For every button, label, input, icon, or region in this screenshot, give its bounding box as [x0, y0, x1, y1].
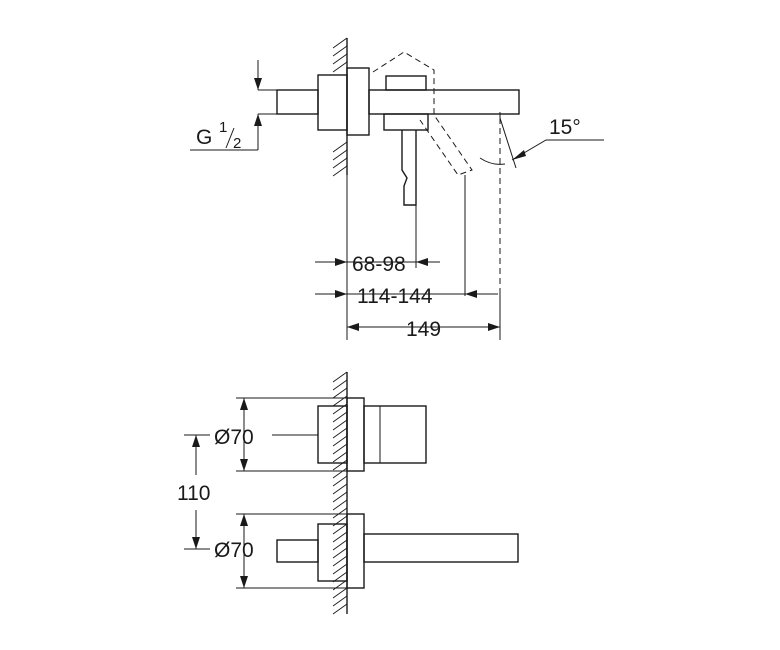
rosette-top	[346, 67, 370, 136]
dimension-68-98: 68-98	[315, 253, 440, 276]
lever-handle	[401, 130, 417, 206]
wall-hatch-line	[332, 475, 348, 487]
wall-hatch-line	[332, 165, 348, 177]
spacing-label: 110	[177, 482, 210, 505]
top-side-view: 15° G 1 2 68-98 114-144	[190, 37, 604, 341]
thread-fraction-den: 2	[233, 135, 241, 152]
wall-top	[332, 37, 348, 177]
wall-hatch-line	[332, 427, 348, 439]
spout-arm	[363, 533, 519, 563]
wall-hatch-line	[332, 387, 348, 399]
wall-hatch-line	[332, 45, 348, 57]
wall-hatch-line	[332, 595, 348, 607]
wall-bottom	[332, 371, 348, 615]
wall-hatch-line	[332, 499, 348, 511]
spout-body	[368, 89, 520, 115]
wall-hatch-line	[332, 491, 348, 503]
diameter-upper-label: Ø70	[214, 426, 254, 449]
spout-flange	[317, 523, 348, 582]
wall-hatch-line	[332, 371, 348, 383]
dimension-149: 149	[347, 318, 500, 341]
wall-hatch-line	[332, 539, 348, 551]
lever-base	[383, 113, 429, 131]
wall-hatch-line	[332, 547, 348, 559]
mixer-handle	[363, 405, 427, 464]
diameter-lower-label: Ø70	[214, 539, 254, 562]
spout-rosette	[346, 513, 365, 589]
wall-hatch-line	[332, 149, 348, 161]
bottom-front-view: Ø70 Ø70 110	[177, 371, 519, 615]
angle-label: 15°	[549, 116, 581, 139]
dimension-spacing-110: 110	[177, 434, 210, 550]
dimension-diameter-upper: Ø70	[214, 397, 347, 472]
mixer-rosette	[346, 397, 365, 472]
wall-hatch-line	[332, 523, 348, 535]
wall-hatch-line	[332, 587, 348, 599]
wall-hatch-line	[332, 483, 348, 495]
flange-top	[317, 74, 348, 131]
wall-hatch-line	[332, 61, 348, 73]
wall-hatch-line	[332, 459, 348, 471]
wall-hatch-line	[332, 53, 348, 65]
thread-fraction-num: 1	[219, 119, 227, 136]
dim-68-98-label: 68-98	[352, 253, 406, 276]
connection-pipe	[276, 89, 319, 115]
dim-114-144-label: 114-144	[357, 285, 433, 308]
wall-hatch-line	[332, 419, 348, 431]
wall-hatch-line	[332, 157, 348, 169]
wall-hatch-line	[332, 555, 348, 567]
dimension-114-144: 114-144	[315, 285, 498, 308]
wall-hatch-line	[332, 467, 348, 479]
wall-hatch-line	[332, 379, 348, 391]
thread-label: G	[196, 126, 212, 149]
wall-hatch-line	[332, 435, 348, 447]
dim-149-label: 149	[406, 318, 441, 341]
wall-hatch-line	[332, 411, 348, 423]
dimension-diameter-lower: Ø70	[214, 513, 347, 589]
lever-housing	[385, 75, 427, 91]
wall-hatch-line	[332, 563, 348, 575]
wall-hatch-line	[332, 507, 348, 519]
wall-hatch-line	[332, 451, 348, 463]
wall-hatch-line	[332, 603, 348, 615]
wall-hatch-line	[332, 37, 348, 49]
wall-hatch-line	[332, 141, 348, 153]
mixer-flange	[317, 405, 348, 464]
wall-hatch-line	[332, 531, 348, 543]
spout-pipe-left	[276, 539, 319, 563]
wall-hatch-line	[332, 443, 348, 455]
